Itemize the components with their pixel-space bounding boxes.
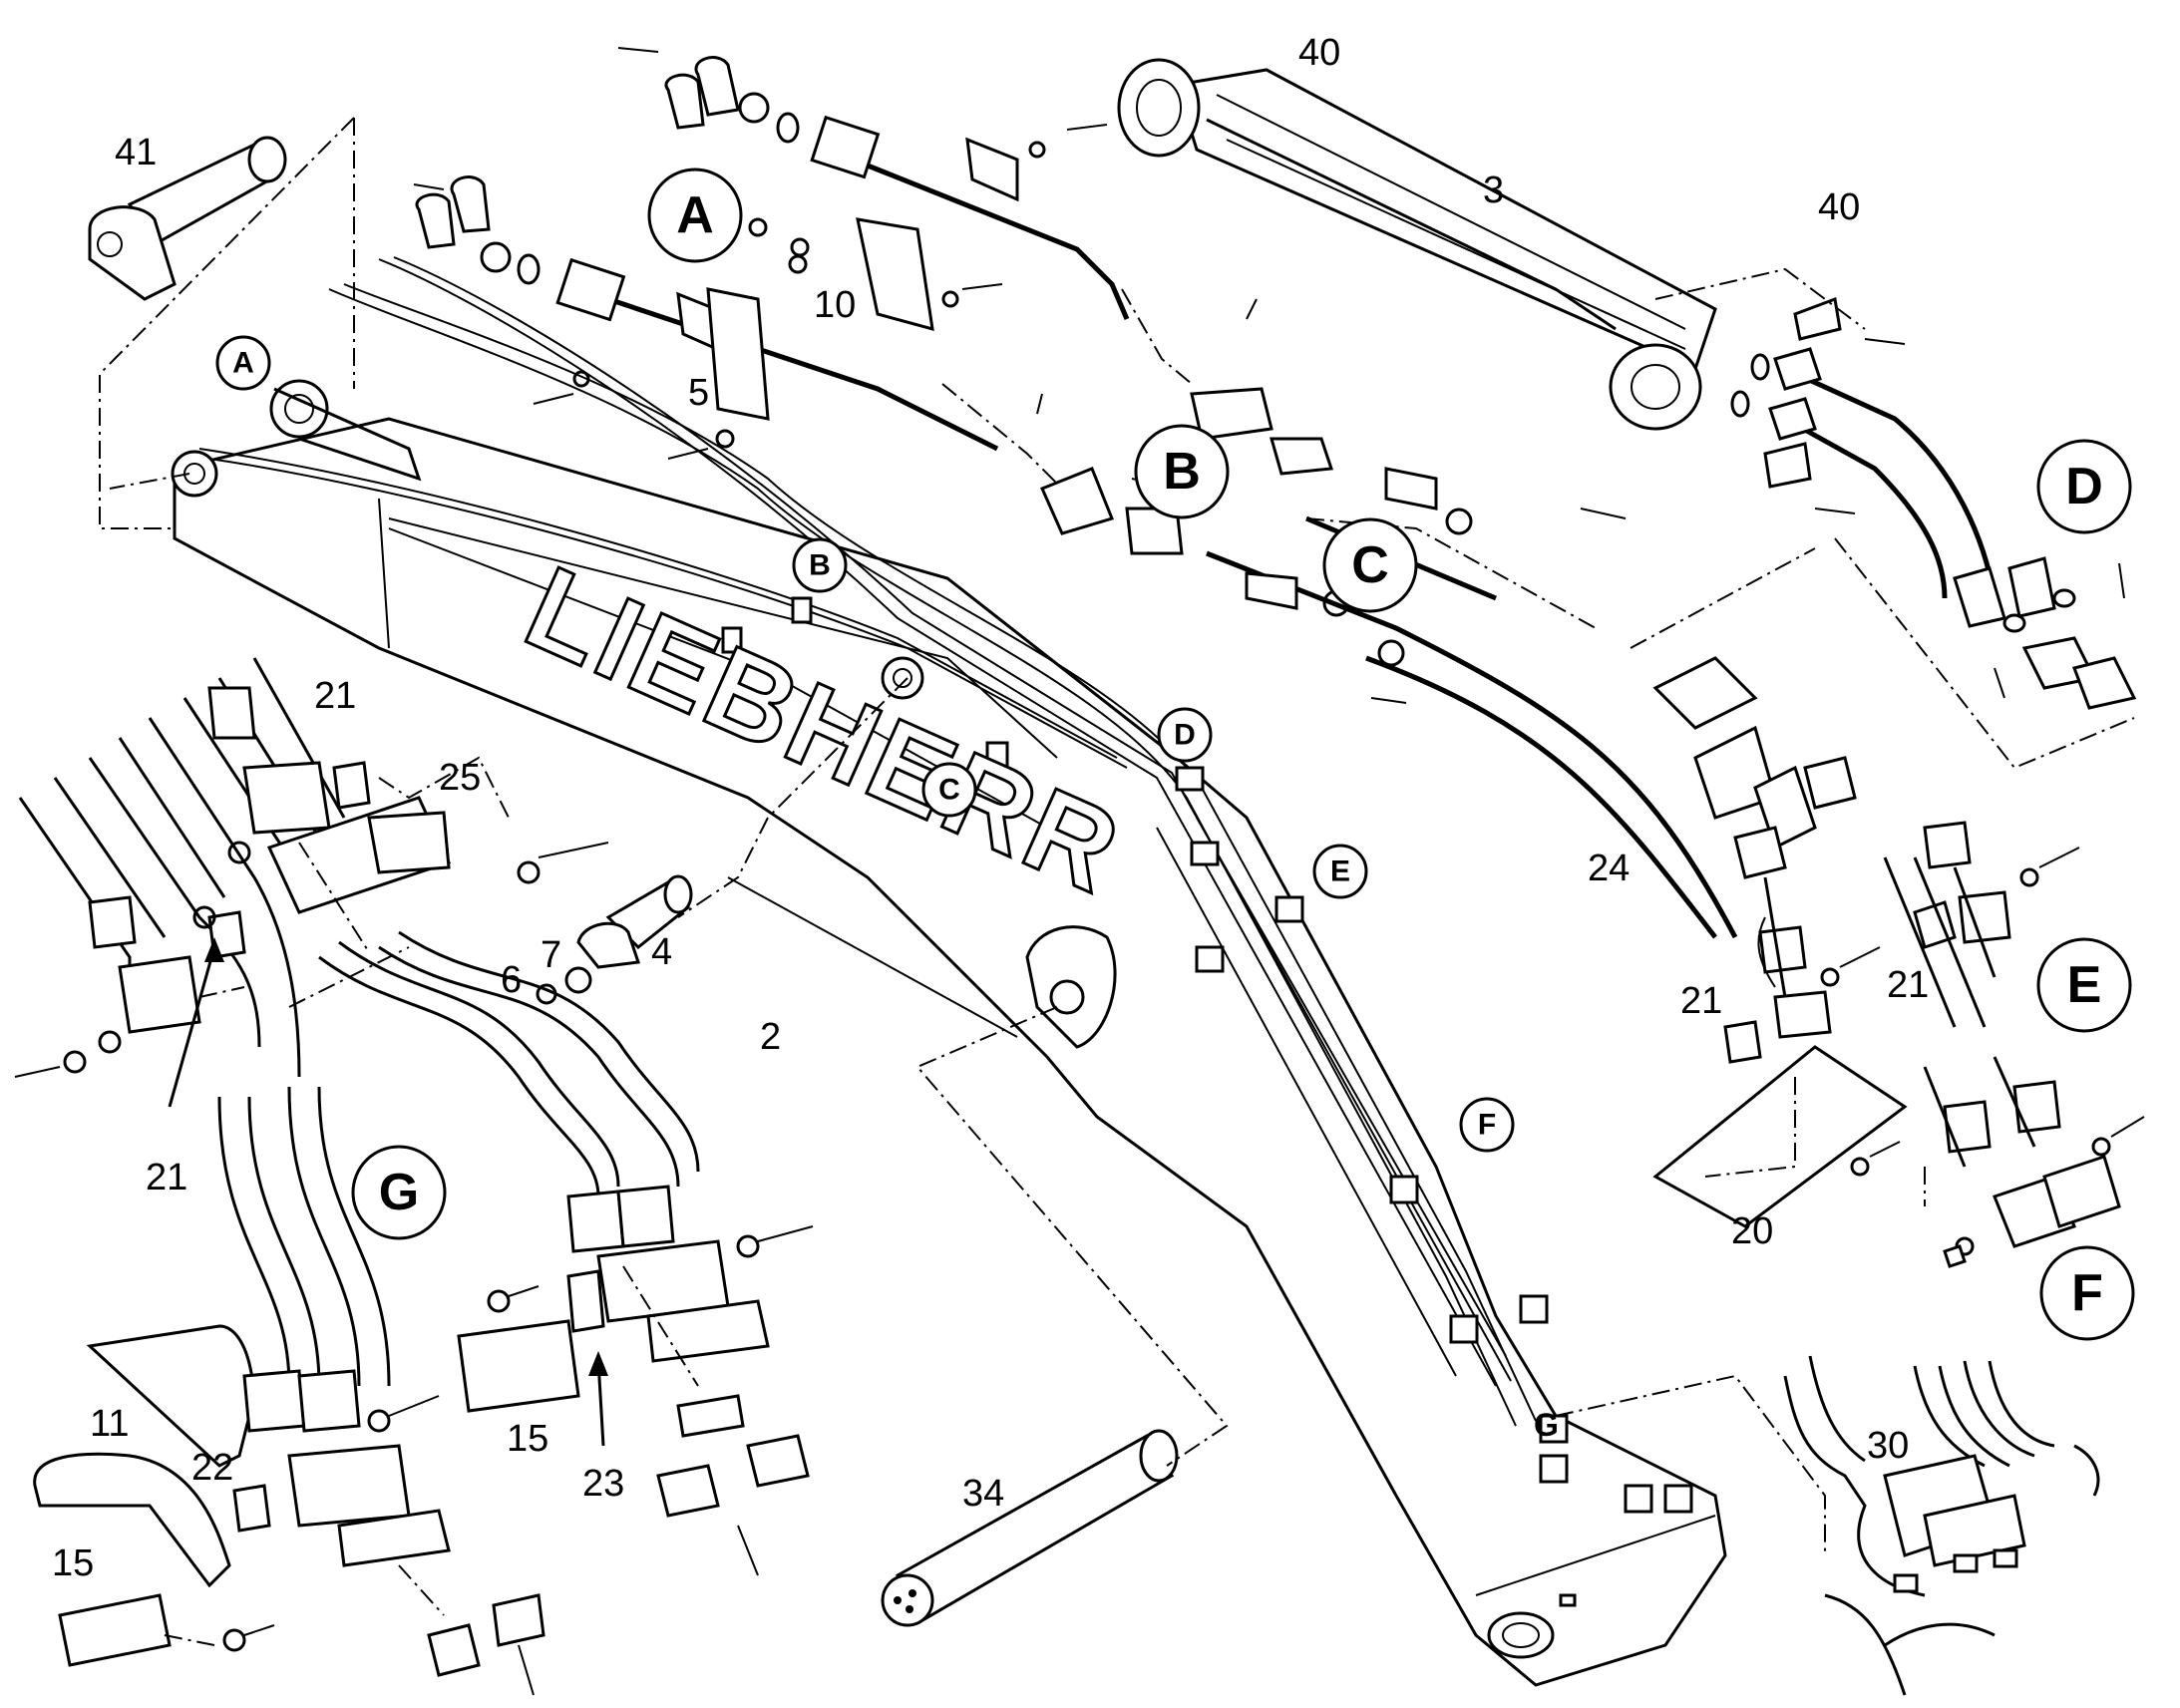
part-number: 20 [1731,1210,1773,1252]
part-number: 21 [1887,964,1929,1006]
callout-c-small: C [921,762,977,818]
callout-d-small: D [1157,707,1213,763]
part-number: 24 [1588,848,1630,889]
boom-cylinder [1117,58,1717,431]
callout-letter: C [1351,536,1389,594]
callout-c-large: C [1322,517,1418,613]
callout-letter: F [2071,1264,2103,1322]
part-number: 15 [52,1542,94,1584]
callout-letter: A [232,347,254,380]
part-number: 41 [115,132,157,173]
part-number: 21 [314,675,356,717]
part-number: G [1534,1407,1559,1443]
part-number: 3 [1483,170,1504,211]
pointer-arrows [168,937,608,1447]
callout-letter: E [2067,956,2102,1014]
part-number: 25 [439,757,481,799]
callout-f-small: F [1459,1097,1515,1153]
pin-41 [88,136,287,301]
callout-letter: D [2065,458,2103,515]
part-number: 21 [146,1157,187,1198]
callout-letter: F [1478,1109,1496,1142]
pipe-group-a [413,47,1130,460]
clamp-group-e [1652,656,2080,1228]
part-number: 4 [651,931,672,973]
part-number: 5 [688,372,709,414]
callout-b-small: B [792,537,848,593]
callout-letter: B [1163,443,1201,501]
part-number: 6 [501,959,522,1001]
part-number: 23 [582,1463,624,1505]
callout-a-large: A [647,168,743,263]
callout-d-large: D [2036,439,2132,534]
pin-34 [881,1429,1179,1627]
callout-e-small: E [1312,844,1368,899]
hose-group-g [14,657,814,1696]
callout-letter: E [1330,855,1350,888]
callout-letter: D [1174,719,1196,752]
brand-logo-text: LIEBHERR [508,541,1140,919]
part-number: 30 [1867,1425,1909,1467]
part-number-labels: 41 40 3 40 10 5 25 21 7 6 4 2 21 G 24 21… [52,32,1929,1584]
part-number: 15 [507,1418,548,1460]
part-number: 10 [814,284,856,326]
part-number: 34 [962,1473,1004,1515]
part-number: 2 [760,1016,781,1058]
part-number: 7 [541,934,561,976]
callout-a-small: A [215,335,271,391]
boom-arm: LIEBHERR [171,256,1727,1687]
pipe-group-d [1730,296,2137,710]
part-number: 40 [1298,32,1340,74]
callout-letter: C [938,774,960,807]
callout-e-large: E [2036,937,2132,1033]
part-number: 11 [90,1403,129,1445]
pin-4 [536,874,693,1005]
valve-block-30 [1783,1355,2100,1696]
clamp-group-f [1923,1056,2145,1268]
part-number: 40 [1818,186,1860,228]
callout-b-large: B [1134,424,1230,519]
part-number: 22 [191,1447,233,1489]
callout-letter: B [809,549,831,582]
callout-letter: G [379,1164,419,1221]
leader-lines [99,117,2135,1646]
callout-letter: A [676,186,714,244]
callout-g-large: G [351,1145,447,1240]
callout-f-large: F [2039,1245,2135,1341]
part-number: 21 [1680,980,1722,1022]
